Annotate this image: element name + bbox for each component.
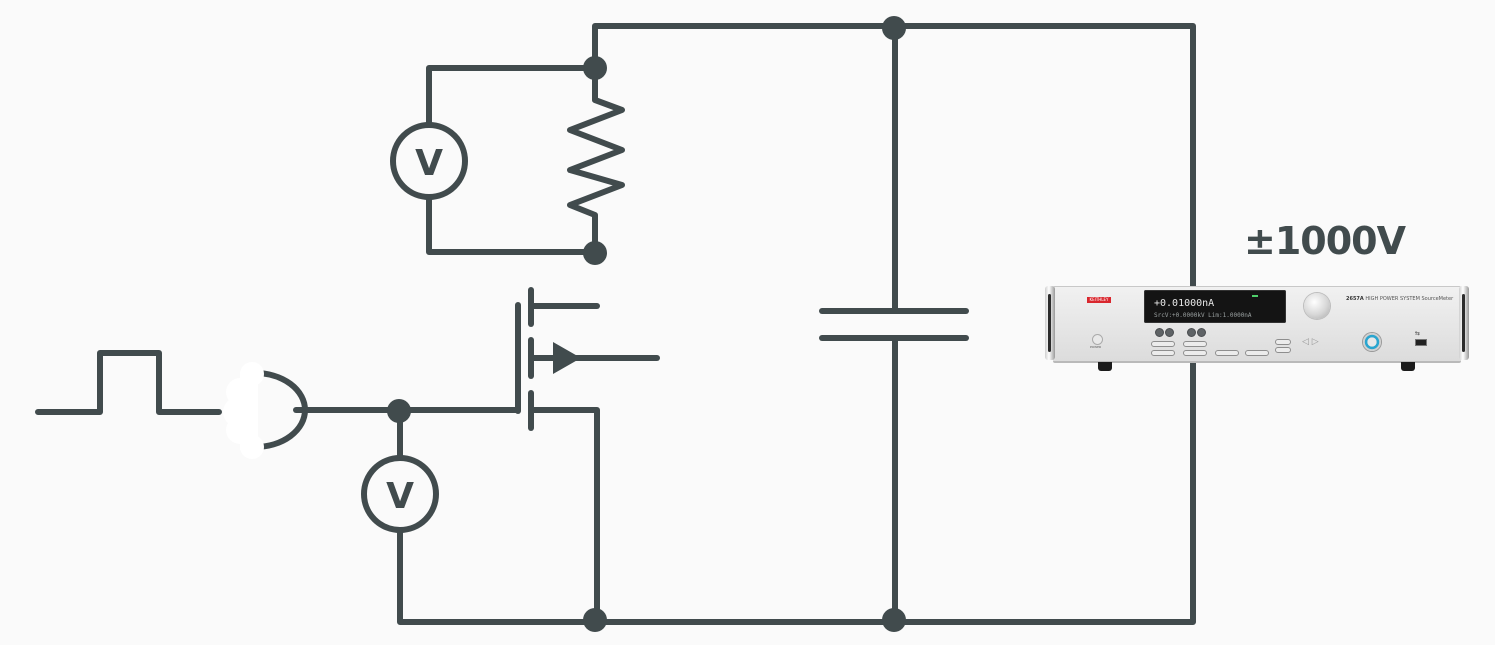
menu-button[interactable] xyxy=(1151,350,1175,356)
usb-icon: ⇆ xyxy=(1415,330,1421,337)
display-status: SrcV:+0.0000kV Lim:1.0000nA xyxy=(1154,312,1252,319)
menu-button[interactable] xyxy=(1245,350,1269,356)
instrument-display: +0.01000nA SrcV:+0.0000kV Lim:1.0000nA xyxy=(1144,290,1286,323)
menu-button[interactable] xyxy=(1215,350,1239,356)
brand-badge: KEITHLEY xyxy=(1087,297,1111,303)
junction-node xyxy=(583,608,607,632)
junction-node xyxy=(583,56,607,80)
navigation-knob[interactable] xyxy=(1304,293,1330,319)
instrument-front-panel: KEITHLEY +0.01000nA SrcV:+0.0000kV Lim:1… xyxy=(1053,286,1461,363)
instrument-foot xyxy=(1401,362,1415,371)
function-button[interactable] xyxy=(1165,328,1174,337)
resistor-voltmeter xyxy=(390,122,468,200)
function-button[interactable] xyxy=(1197,328,1206,337)
menu-button[interactable] xyxy=(1183,341,1207,347)
junction-node xyxy=(882,16,906,40)
menu-button[interactable] xyxy=(1275,347,1291,353)
junction-node xyxy=(882,608,906,632)
menu-button[interactable] xyxy=(1275,339,1291,345)
gate-voltmeter xyxy=(361,455,439,533)
resistor-voltmeter-label: V xyxy=(415,143,443,184)
junction-node xyxy=(387,399,411,423)
instrument-foot xyxy=(1098,362,1112,371)
resistor-meter-loop-bottom xyxy=(426,194,598,255)
arrow-buttons[interactable]: ◁ ▷ xyxy=(1302,337,1319,347)
display-indicator xyxy=(1252,295,1258,297)
power-label: POWER xyxy=(1090,345,1102,349)
power-button[interactable] xyxy=(1092,334,1103,345)
usb-port xyxy=(1415,339,1427,346)
pulse-waveform xyxy=(35,350,222,415)
mosfet-source-lead xyxy=(528,407,600,625)
menu-button[interactable] xyxy=(1151,341,1175,347)
junction-node xyxy=(583,241,607,265)
function-button[interactable] xyxy=(1155,328,1164,337)
resistor-meter-loop xyxy=(426,65,598,128)
sourcemeter-instrument: KEITHLEY +0.01000nA SrcV:+0.0000kV Lim:1… xyxy=(1045,286,1469,371)
pulse-generator-cap xyxy=(223,362,264,459)
menu-button[interactable] xyxy=(1183,350,1207,356)
display-reading: +0.01000nA xyxy=(1154,298,1215,309)
voltage-range-label: ±1000V xyxy=(1244,219,1406,263)
rack-handle-right xyxy=(1459,286,1469,360)
model-label: 2657A HIGH POWER SYSTEM SourceMeter xyxy=(1346,296,1454,302)
resistor-symbol xyxy=(567,65,625,255)
rack-handle-left xyxy=(1045,286,1055,360)
output-ring-button[interactable] xyxy=(1363,333,1381,351)
mosfet-arrow xyxy=(553,342,581,374)
gate-voltmeter-label: V xyxy=(386,476,414,517)
function-button[interactable] xyxy=(1187,328,1196,337)
